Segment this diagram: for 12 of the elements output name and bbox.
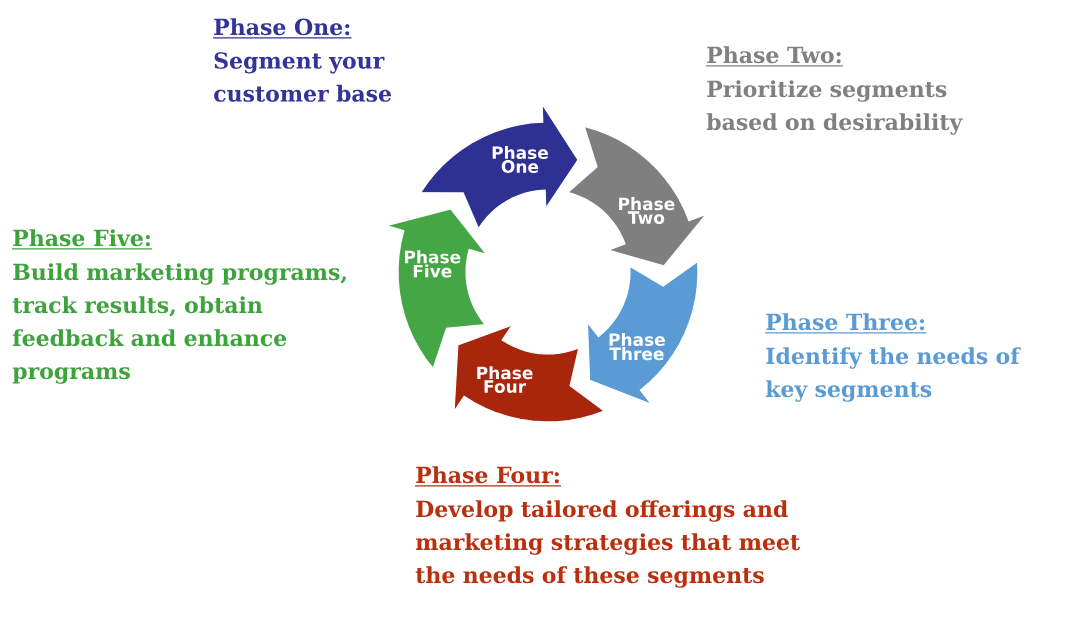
phase-description: Identify the needs of key segments [765, 347, 1021, 402]
phase-description: Develop tailored offerings and marketing strategies that meet the needs of these segments [415, 500, 800, 588]
phase-heading: Phase Three: [764, 313, 927, 334]
phase-heading: Phase Five: [11, 229, 153, 250]
phase-description: Segment your customer base [214, 52, 392, 102]
phase-heading: Phase One: [212, 18, 353, 39]
phase-heading: Phase Four: [414, 466, 562, 487]
phase-heading: Phase Two: [705, 46, 844, 67]
arrow-segment: Phase Three [586, 260, 699, 406]
arrow-segment: Phase Two [566, 125, 708, 267]
phase-description: Build marketing programs, track results, obtain feedback and enhance programs [12, 263, 346, 384]
phase-description: Prioritize segments based on desirability [706, 80, 963, 135]
